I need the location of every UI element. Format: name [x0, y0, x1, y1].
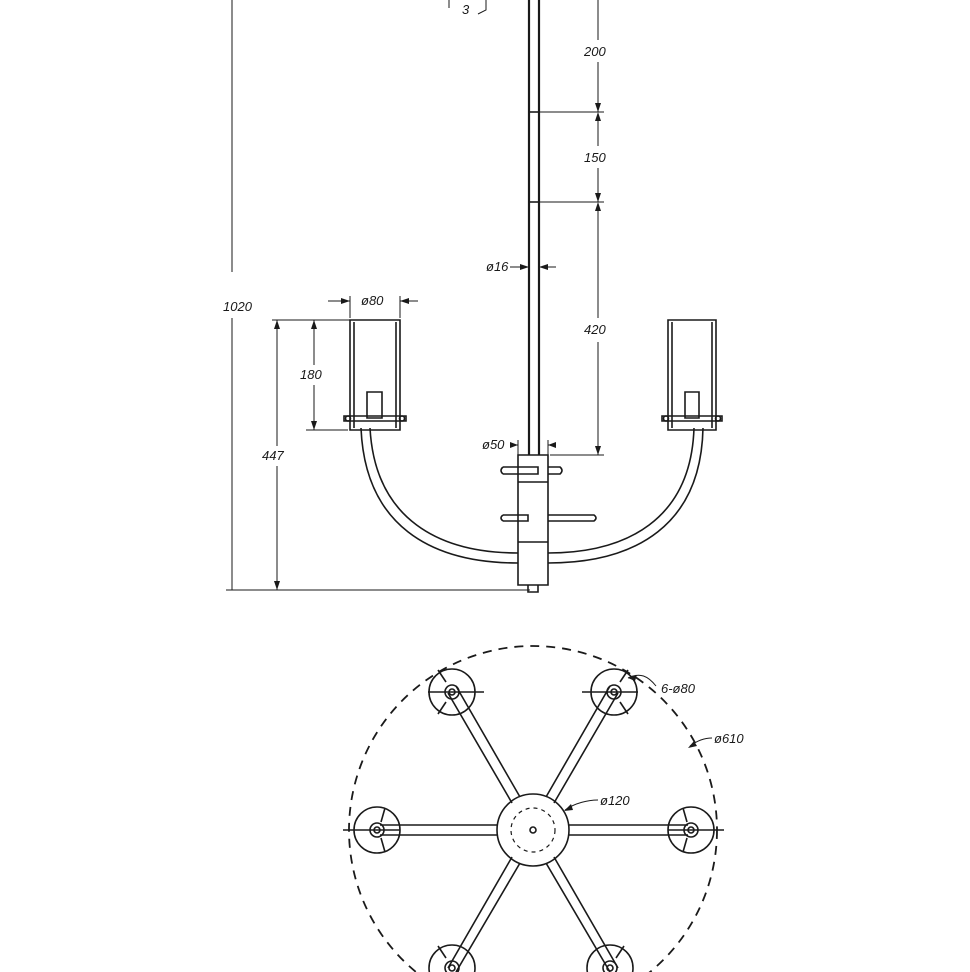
stem-segment-top-label: 200: [583, 44, 606, 59]
left-arm: [360, 427, 519, 564]
canopy-detail-label: 3: [462, 2, 470, 17]
side-view: 3 1020 200 150: [223, 0, 723, 593]
shade-left: [343, 806, 401, 854]
right-arm: [547, 427, 704, 564]
shade-height-dimension: 180: [272, 319, 350, 431]
shade-height-label: 180: [300, 367, 322, 382]
hub-diameter-label: ø50: [482, 437, 505, 452]
shade-bottom-right: [586, 944, 634, 972]
shade-top-right: [582, 668, 638, 716]
right-shade: [661, 319, 723, 431]
shade-top-left: [428, 668, 484, 716]
left-shade: [343, 319, 407, 431]
hub-body: [500, 454, 597, 593]
stem-segment-bottom-label: 420: [584, 322, 606, 337]
shade-bottom-left: [428, 944, 476, 972]
overall-diameter-leader: ø610: [688, 731, 744, 748]
shades-label: 6-ø80: [661, 681, 696, 696]
shade-diameter-dimension: ø80: [328, 293, 418, 318]
canopy-detail-callout: 3: [448, 0, 487, 17]
shades-leader: 6-ø80: [627, 674, 696, 696]
overall-diameter-label: ø610: [714, 731, 744, 746]
shade-right: [667, 806, 724, 854]
stem-diameter-dimension: ø16: [486, 259, 556, 274]
hub-diameter-dimension: ø50: [482, 437, 556, 455]
top-view-arms: [380, 685, 688, 972]
arm-height-dimension: 447: [262, 320, 284, 590]
top-hub-diameter-label: ø120: [600, 793, 630, 808]
shade-diameter-label: ø80: [361, 293, 384, 308]
arm-height-label: 447: [262, 448, 284, 463]
stem-segment-dimensions: 200 150 420: [540, 0, 606, 456]
central-stem: [527, 0, 541, 455]
hub-diameter-leader: ø120: [564, 793, 630, 811]
stem-diameter-label: ø16: [486, 259, 509, 274]
top-view: 6-ø80 ø610 ø120: [343, 645, 744, 972]
overall-height-label: 1020: [223, 299, 253, 314]
top-view-hub: [496, 793, 570, 867]
stem-segment-middle-label: 150: [584, 150, 606, 165]
